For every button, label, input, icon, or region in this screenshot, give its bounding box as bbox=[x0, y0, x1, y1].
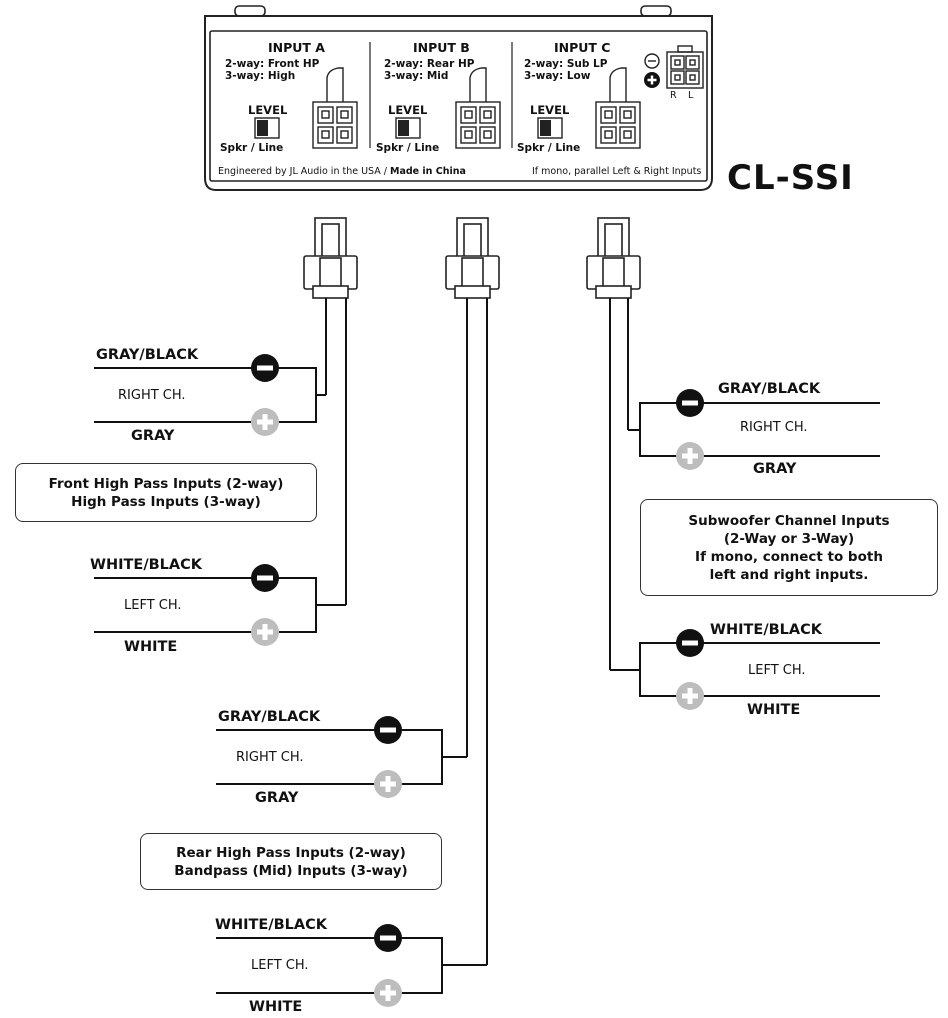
pinout-right-label: R bbox=[670, 90, 677, 101]
group-a-note: Front High Pass Inputs (2-way) High Pass… bbox=[15, 463, 317, 522]
plus-icon bbox=[374, 979, 402, 1007]
group-a-right-channel-label: RIGHT CH. bbox=[118, 388, 186, 403]
group-a-left-negative-label: WHITE/BLACK bbox=[90, 557, 203, 573]
group-c-right-channel-label: RIGHT CH. bbox=[740, 420, 808, 435]
group-c-note: Subwoofer Channel Inputs (2-Way or 3-Way… bbox=[640, 499, 938, 596]
group-c-left-positive-label: WHITE bbox=[747, 702, 801, 718]
minus-icon bbox=[374, 716, 402, 744]
plug-connectors bbox=[303, 217, 641, 299]
input-b-line1: 2-way: Rear HP bbox=[384, 58, 475, 70]
group-c-right-positive-label: GRAY bbox=[753, 461, 797, 477]
group-a-note-line1: Front High Pass Inputs (2-way) bbox=[48, 475, 284, 492]
group-b-right-positive-label: GRAY bbox=[255, 790, 299, 806]
pinout-left-label: L bbox=[688, 90, 694, 101]
minus-icon bbox=[676, 629, 704, 657]
footer-made-in: Made in China bbox=[390, 166, 466, 177]
panel-sockets bbox=[312, 45, 704, 149]
group-a-note-line2: High Pass Inputs (3-way) bbox=[71, 493, 261, 510]
input-c-level-label: LEVEL bbox=[530, 103, 570, 117]
input-c-title: INPUT C bbox=[554, 40, 611, 55]
amplifier-housing bbox=[204, 5, 713, 191]
input-a-line1: 2-way: Front HP bbox=[225, 58, 320, 70]
group-c-note-line3: If mono, connect to both bbox=[695, 548, 883, 565]
minus-icon bbox=[374, 924, 402, 952]
terminal-icons bbox=[251, 354, 704, 1007]
input-b-level-label: LEVEL bbox=[388, 103, 428, 117]
group-a-right-positive-label: GRAY bbox=[131, 428, 175, 444]
group-b-note-line2: Bandpass (Mid) Inputs (3-way) bbox=[174, 862, 408, 879]
minus-icon bbox=[251, 564, 279, 592]
input-a-line2: 3-way: High bbox=[225, 70, 296, 82]
plus-icon bbox=[676, 442, 704, 470]
input-a-switch-label: Spkr / Line bbox=[220, 142, 284, 154]
group-b-note: Rear High Pass Inputs (2-way) Bandpass (… bbox=[140, 833, 442, 890]
pinout-plus-icon bbox=[644, 72, 660, 88]
group-b-right-channel-label: RIGHT CH. bbox=[236, 750, 304, 765]
group-b-note-line1: Rear High Pass Inputs (2-way) bbox=[176, 844, 406, 861]
group-c-right-negative-label: GRAY/BLACK bbox=[718, 381, 821, 397]
plus-icon bbox=[676, 682, 704, 710]
input-b-title: INPUT B bbox=[413, 40, 470, 55]
plus-icon bbox=[251, 618, 279, 646]
panel-footer-right: If mono, parallel Left & Right Inputs bbox=[532, 166, 702, 177]
minus-icon bbox=[251, 354, 279, 382]
wiring bbox=[94, 298, 880, 994]
group-b-left-positive-label: WHITE bbox=[249, 999, 303, 1015]
level-switches bbox=[254, 117, 563, 139]
input-b-switch-label: Spkr / Line bbox=[376, 142, 440, 154]
group-b-right-negative-label: GRAY/BLACK bbox=[218, 709, 321, 725]
model-name: CL-SSI bbox=[727, 158, 854, 198]
group-b-left-negative-label: WHITE/BLACK bbox=[215, 917, 328, 933]
panel-footer-left: Engineered by JL Audio in the USA / Made… bbox=[218, 166, 466, 177]
group-a-left-channel-label: LEFT CH. bbox=[124, 598, 182, 613]
input-b-line2: 3-way: Mid bbox=[384, 70, 449, 82]
group-c-note-line1: Subwoofer Channel Inputs bbox=[688, 512, 890, 529]
plus-icon bbox=[251, 408, 279, 436]
footer-credit: Engineered by JL Audio in the USA / bbox=[218, 166, 390, 177]
input-c-line2: 3-way: Low bbox=[524, 70, 591, 82]
input-a-title: INPUT A bbox=[268, 40, 325, 55]
group-c-left-channel-label: LEFT CH. bbox=[748, 663, 806, 678]
input-a-level-label: LEVEL bbox=[248, 103, 288, 117]
group-c-left-negative-label: WHITE/BLACK bbox=[710, 622, 823, 638]
group-a-right-negative-label: GRAY/BLACK bbox=[96, 347, 199, 363]
group-c-note-line2: (2-Way or 3-Way) bbox=[723, 530, 855, 547]
group-b-left-channel-label: LEFT CH. bbox=[251, 958, 309, 973]
minus-icon bbox=[676, 389, 704, 417]
plus-icon bbox=[374, 770, 402, 798]
group-a-left-positive-label: WHITE bbox=[124, 639, 178, 655]
input-c-switch-label: Spkr / Line bbox=[517, 142, 581, 154]
group-c-note-line4: left and right inputs. bbox=[709, 566, 869, 583]
input-c-line1: 2-way: Sub LP bbox=[524, 58, 608, 70]
